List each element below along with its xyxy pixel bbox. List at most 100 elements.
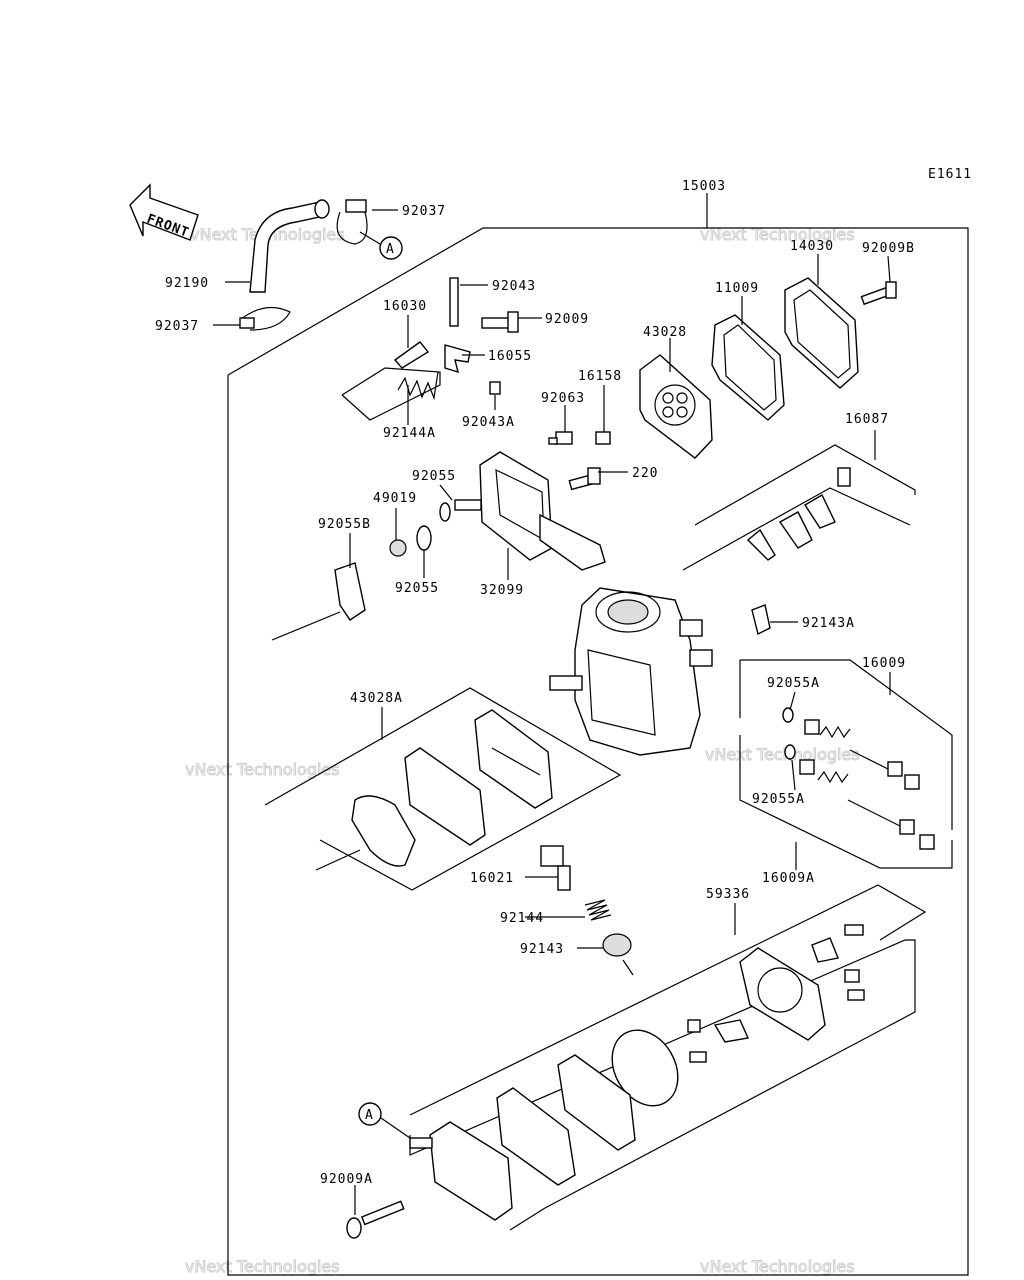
watermark-4: vNext Technologies <box>705 745 860 764</box>
part-labels: 15003 92037 92190 92037 92043 92009 1603… <box>155 179 915 1187</box>
label-16087: 16087 <box>845 412 889 427</box>
needle-set-16009a <box>784 744 935 850</box>
label-11009: 11009 <box>715 281 759 296</box>
ref-marker-a-top: A <box>359 231 403 260</box>
bracket-16087 <box>746 467 851 561</box>
label-16030: 16030 <box>383 299 427 314</box>
subassembly-box-16087-top <box>694 444 916 526</box>
label-16055: 16055 <box>488 349 532 364</box>
hose-clamp-bottom <box>239 306 291 331</box>
label-92143: 92143 <box>520 942 564 957</box>
diaphragm-14030 <box>784 277 859 389</box>
guide-arrow-2 <box>315 849 361 871</box>
cover-92055b <box>334 562 366 621</box>
subassembly-box-59336-bottom <box>409 939 916 1231</box>
pump-base-59336 <box>409 1121 513 1221</box>
needle-16021 <box>540 845 571 891</box>
label-43028: 43028 <box>643 325 687 340</box>
o-ring-92055 <box>416 525 432 551</box>
cap-92143 <box>602 933 632 957</box>
diagram-code: E1611 <box>928 167 972 182</box>
label-32099: 32099 <box>480 583 524 598</box>
carburetor-body <box>549 587 713 756</box>
label-16009: 16009 <box>862 656 906 671</box>
watermark-6: vNext Technologies <box>700 1257 855 1276</box>
screw-92009 <box>481 311 519 333</box>
guide-arrow-1 <box>271 611 341 641</box>
label-92143a: 92143A <box>802 616 855 631</box>
spring-92144a <box>397 371 439 401</box>
gasket-59336-1 <box>557 1054 636 1151</box>
subassembly-box-59336-top <box>409 884 927 1116</box>
label-92144: 92144 <box>500 911 544 926</box>
label-92043: 92043 <box>492 279 536 294</box>
ref-marker-label-bottom: A <box>365 1108 374 1123</box>
label-92055-bottom: 92055 <box>395 581 439 596</box>
front-arrow-icon: FRONT <box>129 183 199 241</box>
label-16158: 16158 <box>578 369 622 384</box>
label-92144a: 92144A <box>383 426 436 441</box>
ref-marker-label: A <box>386 242 395 257</box>
leader-lines <box>213 209 891 1215</box>
pump-cover-59336 <box>739 947 826 1041</box>
subassembly-box-16009 <box>740 659 953 830</box>
label-92037-bottom: 92037 <box>155 319 199 334</box>
label-92009a: 92009A <box>320 1172 373 1187</box>
gasket-43028a-3 <box>474 709 553 809</box>
subassembly-box-43028a <box>264 687 622 891</box>
screw-16158 <box>595 431 611 445</box>
label-92055a-top: 92055A <box>767 676 820 691</box>
label-59336: 59336 <box>706 887 750 902</box>
guide-92143 <box>622 959 634 976</box>
label-92055-top: 92055 <box>412 469 456 484</box>
watermark-5: vNext Technologies <box>185 1257 340 1276</box>
watermark-2: vNext Technologies <box>700 225 855 244</box>
label-92190: 92190 <box>165 276 209 291</box>
plug-92043a <box>489 381 501 395</box>
needle-set-16009 <box>782 707 920 790</box>
label-92037-top: 92037 <box>402 204 446 219</box>
gasket-43028a-1 <box>351 795 416 867</box>
label-49019: 49019 <box>373 491 417 506</box>
subassembly-box-16087-bottom <box>682 487 911 571</box>
label-15003: 15003 <box>682 179 726 194</box>
subassembly-box-16009a <box>739 735 953 869</box>
screw-92063 <box>548 431 573 445</box>
label-92009b: 92009B <box>862 241 915 256</box>
needle-valve-16030 <box>393 341 430 369</box>
label-16009a: 16009A <box>762 871 815 886</box>
bracket-92143a <box>751 604 771 636</box>
label-92009: 92009 <box>545 312 589 327</box>
lever-16055 <box>444 344 471 374</box>
fitting-92055 <box>439 499 482 522</box>
screw-92009b <box>860 281 897 306</box>
screw-92009a <box>346 1200 405 1239</box>
fuel-hose <box>249 199 330 293</box>
label-92063: 92063 <box>541 391 585 406</box>
fasteners-59336 <box>687 924 865 1063</box>
watermarks: vNext Technologies vNext Technologies vN… <box>185 225 861 1277</box>
assembly-frame <box>227 227 969 1276</box>
spring-92144 <box>584 899 612 921</box>
label-16021: 16021 <box>470 871 514 886</box>
subassembly-box-1 <box>341 367 441 421</box>
pump-body-32099 <box>479 451 606 571</box>
pin-92043 <box>449 277 459 327</box>
label-14030: 14030 <box>790 239 834 254</box>
label-92055b: 92055B <box>318 517 371 532</box>
label-220: 220 <box>632 466 658 481</box>
label-92055a-bottom: 92055A <box>752 792 805 807</box>
watermark-3: vNext Technologies <box>185 760 340 779</box>
label-92043a: 92043A <box>462 415 515 430</box>
label-43028a: 43028A <box>350 691 403 706</box>
gasket-11009 <box>711 314 785 421</box>
diaphragm-43028 <box>639 354 713 459</box>
diaphragm-59336 <box>611 1029 679 1107</box>
hose-clamp-top <box>336 199 368 245</box>
cap-49019 <box>389 539 407 557</box>
gasket-43028a-2 <box>404 747 486 846</box>
ref-marker-a-bottom: A <box>358 1102 411 1139</box>
gasket-59336-2 <box>496 1087 576 1186</box>
screw-220 <box>568 467 601 491</box>
